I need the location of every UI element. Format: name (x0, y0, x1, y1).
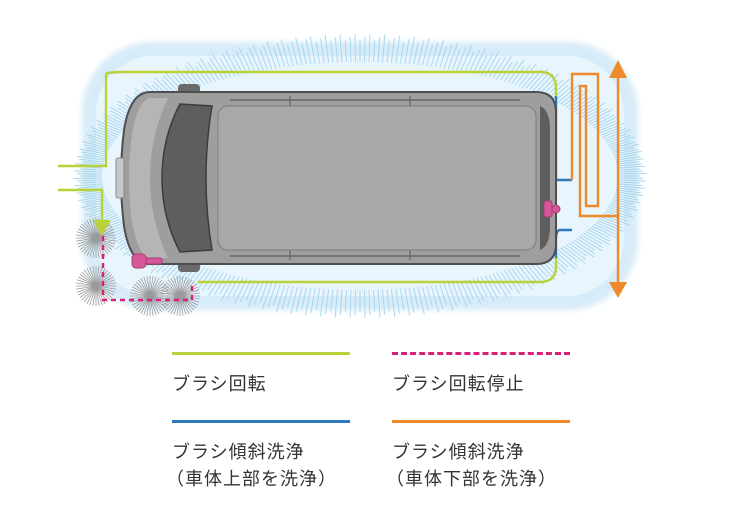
legend-label-sub: （車体下部を洗浄） (386, 469, 557, 490)
legend-line-rotation (172, 352, 350, 355)
legend-item-rotation: ブラシ回転 (172, 352, 362, 398)
legend-label-main: ブラシ傾斜洗浄 (392, 442, 525, 463)
legend-label-sub: （車体上部を洗浄） (166, 469, 337, 490)
double-arrow-icon (609, 60, 627, 298)
legend-line-tilt-upper (172, 420, 350, 423)
car-top-view-icon (115, 84, 557, 272)
legend-label: ブラシ回転 (172, 374, 267, 395)
brush-icon (131, 200, 561, 269)
legend-label: ブラシ回転停止 (392, 374, 525, 395)
legend-label: ブラシ傾斜洗浄 （車体上部を洗浄） (166, 439, 362, 493)
legend-item-tilt-upper: ブラシ傾斜洗浄 （車体上部を洗浄） (166, 420, 362, 493)
tilt-lower-path (570, 72, 620, 284)
legend-item-tilt-lower: ブラシ傾斜洗浄 （車体下部を洗浄） (386, 420, 582, 493)
legend-line-rotation-stop (392, 352, 570, 355)
legend-item-rotation-stop: ブラシ回転停止 (392, 352, 582, 398)
rotation-stop-path (101, 236, 194, 302)
rotation-path (58, 70, 558, 284)
legend-label-main: ブラシ傾斜洗浄 (172, 442, 305, 463)
car-wash-diagram (58, 33, 647, 319)
legend-line-tilt-lower (392, 420, 570, 423)
down-arrow-icon (93, 220, 111, 236)
legend-label: ブラシ傾斜洗浄 （車体下部を洗浄） (386, 439, 582, 493)
